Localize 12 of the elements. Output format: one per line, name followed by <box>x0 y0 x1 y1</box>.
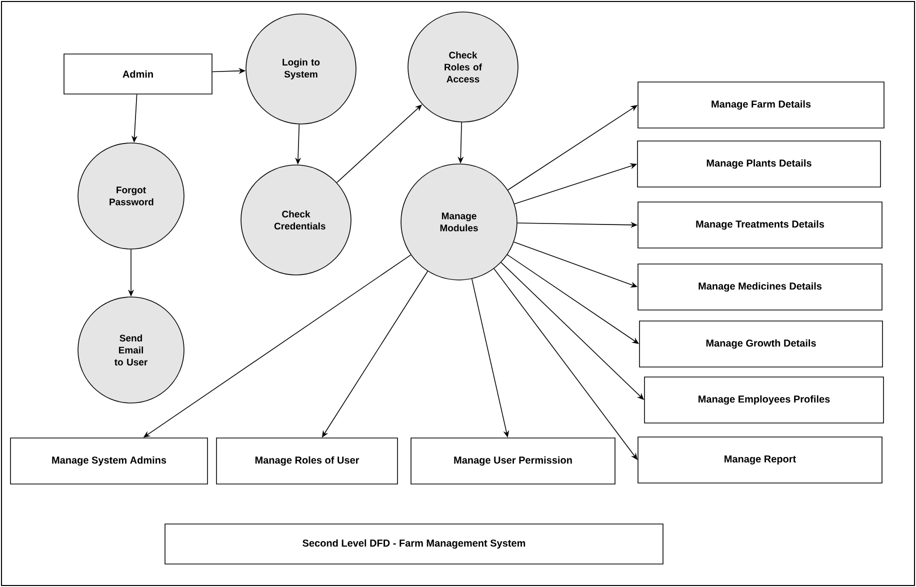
process-box: Manage User Permission <box>410 438 616 484</box>
process-box: Manage Employees Profiles <box>644 376 884 424</box>
process-box: Manage Medicines Details <box>638 264 882 310</box>
process-box: Manage Plants Details <box>637 140 881 188</box>
process-box: Manage Roles of User <box>216 438 398 484</box>
process-box: Manage Treatments Details <box>638 202 882 248</box>
process-box: Manage System Admins <box>10 438 208 484</box>
process-box: Manage Farm Details <box>638 82 884 128</box>
process-box: Admin <box>64 54 212 94</box>
process-box: Manage Growth Details <box>639 320 883 368</box>
process-box: Second Level DFD - Farm Management System <box>164 524 664 564</box>
process-box: Manage Report <box>638 436 882 484</box>
